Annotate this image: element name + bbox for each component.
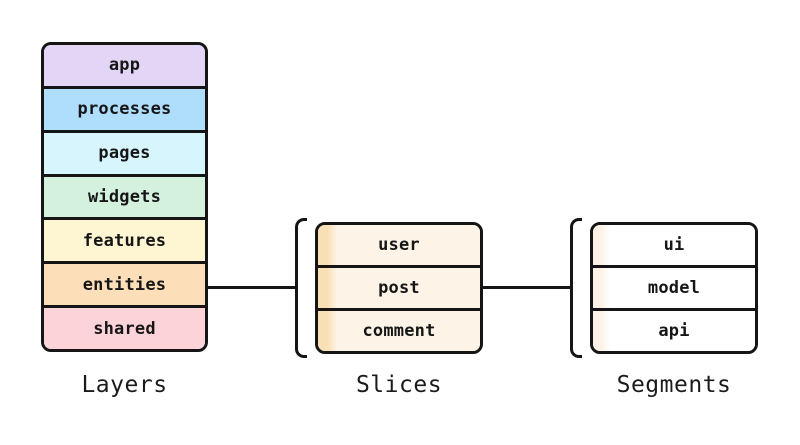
layer-label-entities: entities bbox=[82, 274, 167, 295]
slice-row-post: post bbox=[318, 265, 480, 308]
segment-row-model: model bbox=[593, 265, 755, 308]
layer-label-pages: pages bbox=[98, 143, 151, 164]
layer-label-features: features bbox=[82, 230, 167, 251]
slices-bracket bbox=[295, 218, 307, 358]
segments-caption: Segments bbox=[616, 372, 732, 398]
layer-row-widgets: widgets bbox=[44, 173, 205, 218]
connector-slices-to-segments bbox=[482, 286, 571, 289]
layer-row-features: features bbox=[44, 217, 205, 262]
segments-bracket bbox=[570, 218, 582, 358]
layers-caption: Layers bbox=[81, 372, 168, 398]
slice-row-comment: comment bbox=[318, 308, 480, 351]
layer-label-widgets: widgets bbox=[87, 187, 162, 207]
segment-row-api: api bbox=[593, 308, 755, 351]
layer-row-app: app bbox=[44, 45, 205, 86]
slices-stack: user post comment bbox=[315, 222, 483, 354]
segment-row-ui: ui bbox=[593, 225, 755, 265]
segment-label-api: api bbox=[658, 321, 690, 341]
slices-caption: Slices bbox=[355, 372, 443, 398]
layer-row-processes: processes bbox=[44, 85, 205, 130]
layer-row-entities: entities bbox=[44, 261, 205, 306]
connector-entities-to-slices bbox=[206, 286, 296, 289]
layer-label-processes: processes bbox=[77, 99, 172, 120]
segments-stack: ui model api bbox=[590, 222, 758, 354]
slice-label-post: post bbox=[378, 278, 420, 298]
slice-label-comment: comment bbox=[362, 321, 436, 341]
layer-row-pages: pages bbox=[44, 129, 205, 174]
segment-label-ui: ui bbox=[663, 235, 685, 255]
segment-label-model: model bbox=[647, 278, 701, 298]
layers-stack: app processes pages widgets features ent… bbox=[41, 42, 208, 352]
layer-row-shared: shared bbox=[44, 305, 205, 349]
slice-label-user: user bbox=[378, 235, 420, 255]
slice-row-user: user bbox=[318, 225, 480, 265]
layer-label-shared: shared bbox=[93, 318, 156, 339]
layer-label-app: app bbox=[108, 55, 141, 76]
